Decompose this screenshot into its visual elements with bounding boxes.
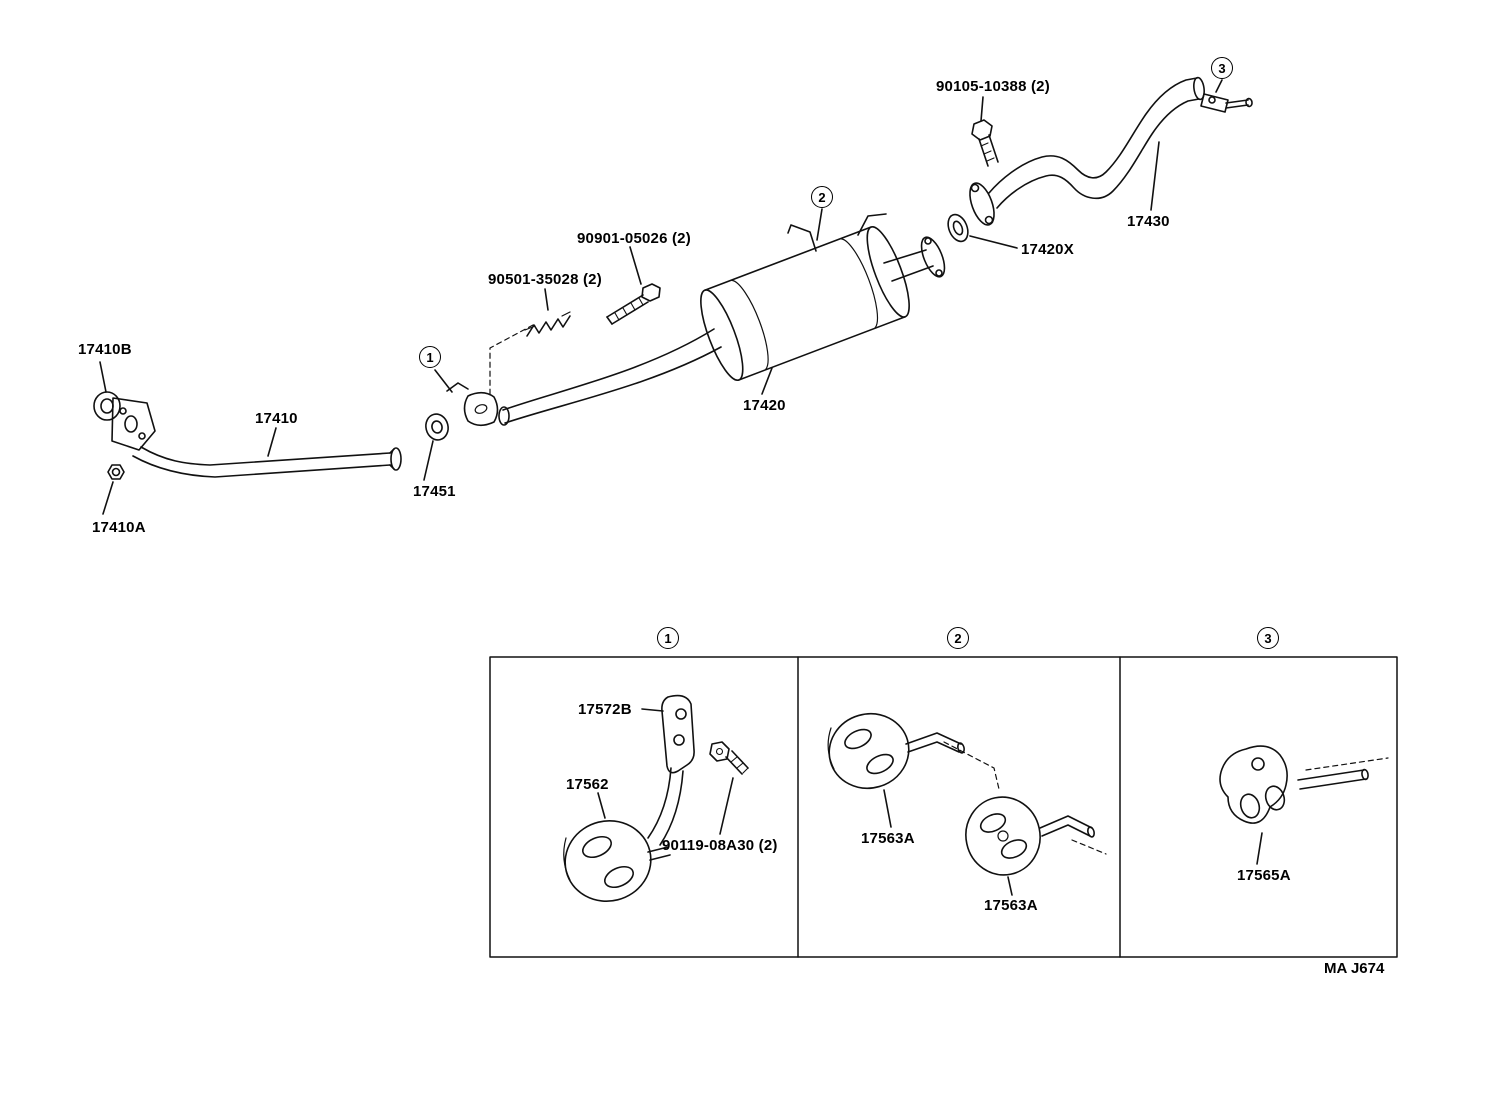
part-label-17562: 17562	[566, 776, 609, 793]
part-label-17410A: 17410A	[92, 519, 146, 536]
callout-2-detail: 2	[947, 627, 969, 649]
callout-1-main: 1	[419, 346, 441, 368]
part-label-17565A: 17565A	[1237, 867, 1291, 884]
clamp-bolt-drawing	[606, 246, 661, 325]
part-label-17451: 17451	[413, 483, 456, 500]
detail-hanger2a-drawing	[827, 712, 1000, 828]
detail-hanger2b-drawing	[965, 796, 1107, 896]
part-label-17410: 17410	[255, 410, 298, 427]
detail-hanger1-drawing	[563, 792, 671, 902]
front-gasket-drawing	[93, 361, 121, 421]
center-gasket-drawing	[423, 413, 449, 481]
part-label-17563A-lower: 17563A	[984, 897, 1038, 914]
front-flange-drawing	[111, 397, 156, 451]
clamp-spring-drawing	[524, 288, 571, 337]
callout-1-detail: 1	[657, 627, 679, 649]
part-label-17420X: 17420X	[1021, 241, 1074, 258]
clamp-guide-dashed-line	[489, 324, 534, 395]
detail-bolt-drawing	[709, 741, 749, 835]
part-label-90119-08A30: 90119-08A30 (2)	[662, 837, 778, 854]
muffler-gasket-drawing	[947, 213, 1018, 249]
tail-bolt-drawing	[971, 96, 999, 167]
part-label-17430: 17430	[1127, 213, 1170, 230]
part-label-90501-35028: 90501-35028 (2)	[488, 271, 602, 288]
muffler-hanger-rods-drawing	[787, 208, 887, 252]
callout-2-main: 2	[811, 186, 833, 208]
front-pipe-drawing	[132, 427, 402, 478]
part-label-90901-05026: 90901-05026 (2)	[577, 230, 691, 247]
part-label-17410B: 17410B	[78, 341, 132, 358]
detail-bracket-drawing	[641, 694, 695, 846]
part-label-90105-10388: 90105-10388 (2)	[936, 78, 1050, 95]
drawing-code: MA J674	[1324, 960, 1385, 977]
tailpipe-drawing	[988, 76, 1205, 211]
front-nut-drawing	[102, 464, 125, 515]
muffler-leader-line	[761, 367, 773, 395]
tailpipe-flange-drawing	[969, 182, 995, 226]
middle-pipe-drawing	[498, 328, 722, 426]
muffler-outlet-drawing	[883, 236, 946, 282]
detail-box-frame	[489, 656, 1398, 958]
muffler-drawing	[700, 225, 910, 382]
callout-3-main: 3	[1211, 57, 1233, 79]
part-label-17420: 17420	[743, 397, 786, 414]
joint-hanger-drawing	[434, 369, 499, 427]
part-label-17572B: 17572B	[578, 701, 632, 718]
tailpipe-hanger-drawing	[1200, 79, 1253, 113]
callout-3-detail: 3	[1257, 627, 1279, 649]
part-label-17563A-upper: 17563A	[861, 830, 915, 847]
detail-hanger3-drawing	[1219, 745, 1389, 865]
